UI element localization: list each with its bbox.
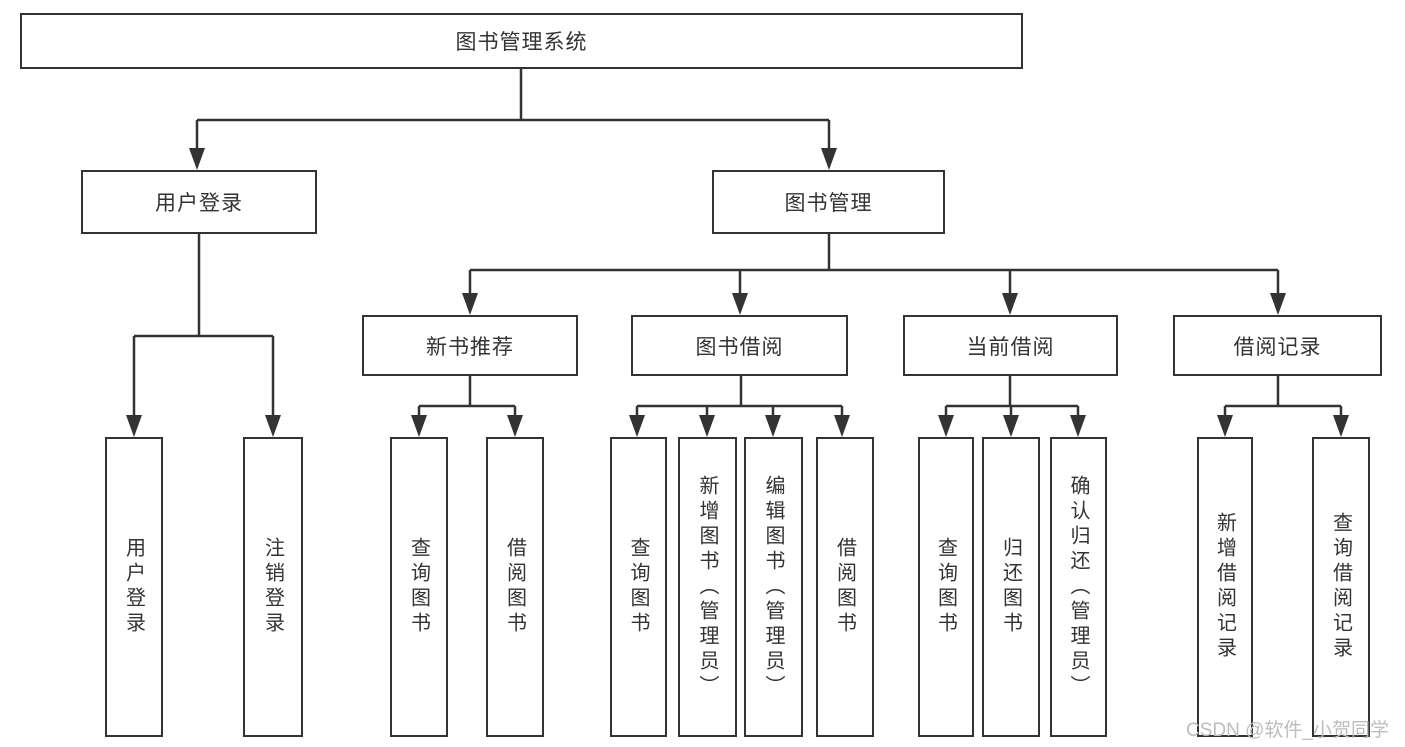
node-label: 图书管理系统 xyxy=(455,31,588,54)
node-label: 图书借阅 xyxy=(695,335,784,359)
node-label: 查询借阅记录 xyxy=(1329,512,1352,662)
node-label: 新增图书（管理员） xyxy=(696,474,718,700)
node-label: 确认归还（管理员） xyxy=(1067,474,1089,700)
leaf-borrow-books: 借阅图书 xyxy=(816,437,874,737)
node-label: 借阅图书 xyxy=(503,537,526,637)
node-user-login: 用户登录 xyxy=(81,170,317,234)
leaf-confirm-return-admin: 确认归还（管理员） xyxy=(1050,437,1107,737)
node-label: 当前借阅 xyxy=(966,335,1055,359)
leaf-return-books: 归还图书 xyxy=(982,437,1040,737)
node-label: 编辑图书（管理员） xyxy=(762,474,784,700)
node-label: 借阅记录 xyxy=(1233,335,1322,359)
leaf-edit-books-admin: 编辑图书（管理员） xyxy=(744,437,803,737)
node-label: 归还图书 xyxy=(999,537,1022,637)
node-label: 借阅图书 xyxy=(833,537,856,637)
leaf-logout: 注销登录 xyxy=(243,437,303,737)
leaf-borrow-books-recommend: 借阅图书 xyxy=(486,437,544,737)
node-label: 查询图书 xyxy=(627,537,649,637)
leaf-query-borrow-record: 查询借阅记录 xyxy=(1312,437,1370,737)
leaf-user-login: 用户登录 xyxy=(105,437,163,737)
node-label: 查询图书 xyxy=(407,537,430,637)
leaf-query-books-borrow: 查询图书 xyxy=(610,437,667,737)
leaf-add-books-admin: 新增图书（管理员） xyxy=(678,437,737,737)
node-current-borrowing: 当前借阅 xyxy=(903,315,1118,376)
node-borrowing-records: 借阅记录 xyxy=(1173,315,1382,376)
leaf-query-books-recommend: 查询图书 xyxy=(390,437,448,737)
leaf-add-borrow-record: 新增借阅记录 xyxy=(1197,437,1253,737)
node-label: 注销登录 xyxy=(261,537,284,637)
node-book-management: 图书管理 xyxy=(712,170,945,234)
node-root-library-system: 图书管理系统 xyxy=(20,13,1023,69)
node-label: 用户登录 xyxy=(155,192,243,215)
node-new-book-recommend: 新书推荐 xyxy=(362,315,578,376)
node-book-borrowing: 图书借阅 xyxy=(631,315,848,376)
node-label: 用户登录 xyxy=(122,537,145,637)
node-label: 新书推荐 xyxy=(426,335,514,359)
node-label: 新增借阅记录 xyxy=(1213,512,1236,662)
node-label: 图书管理 xyxy=(784,192,873,215)
node-label: 查询图书 xyxy=(934,537,957,637)
arrowheads xyxy=(126,148,1349,437)
watermark: CSDN @软件_小贺同学 xyxy=(1186,720,1389,741)
leaf-query-books-current: 查询图书 xyxy=(918,437,974,737)
